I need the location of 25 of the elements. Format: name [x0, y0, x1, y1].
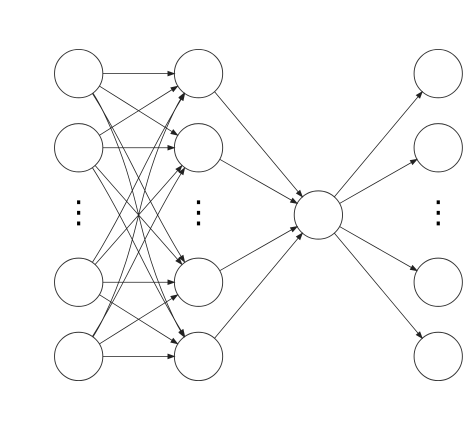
node-circle [414, 258, 463, 307]
arrow [214, 232, 304, 339]
node-circle [174, 48, 224, 98]
node-circle [54, 48, 104, 98]
arrow [334, 90, 423, 198]
arrow [102, 354, 176, 360]
arrow [334, 232, 423, 340]
arrow [339, 158, 418, 204]
arrow [220, 226, 298, 271]
arrow [220, 159, 298, 204]
arrow [214, 91, 304, 198]
label: ⋮ [63, 194, 94, 231]
arrow [102, 70, 176, 76]
node-circle [54, 258, 104, 307]
node-circle [54, 332, 104, 382]
label: ⋮ [183, 194, 214, 231]
arrow [99, 294, 179, 344]
arrow [102, 144, 176, 151]
arrow [102, 279, 176, 286]
arrow [339, 226, 418, 272]
label: ⋮ [422, 194, 454, 231]
node-circle [54, 123, 104, 172]
node-circle [174, 332, 224, 382]
arrow [99, 86, 179, 136]
node-circle [414, 123, 463, 172]
